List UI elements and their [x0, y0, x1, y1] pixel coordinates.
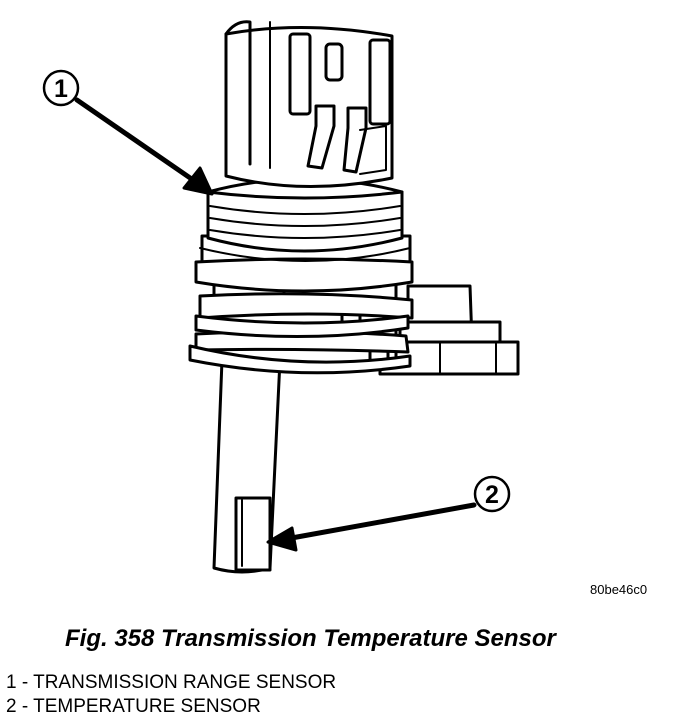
temperature-probe	[212, 358, 282, 574]
callout-1	[42, 69, 214, 196]
legend-item-transmission-range-sensor: 1 - TRANSMISSION RANGE SENSOR	[6, 672, 337, 693]
callout-legend: 1 - TRANSMISSION RANGE SENSOR 2 - TEMPER…	[6, 671, 336, 719]
mounting-bracket	[378, 284, 520, 376]
callout-2	[266, 475, 511, 552]
callout-1-number: 1	[54, 75, 68, 103]
drawing-code: 80be46c0	[590, 582, 648, 597]
sensor-illustration: 1 2	[42, 20, 520, 574]
threaded-section	[194, 177, 414, 293]
figure-caption: Fig. 358 Transmission Temperature Sensor	[65, 625, 556, 652]
o-ring-seals	[188, 292, 414, 375]
connector-housing	[224, 20, 394, 189]
callout-2-number: 2	[485, 481, 499, 509]
legend-item-temperature-sensor: 2 - TEMPERATURE SENSOR	[6, 696, 261, 717]
